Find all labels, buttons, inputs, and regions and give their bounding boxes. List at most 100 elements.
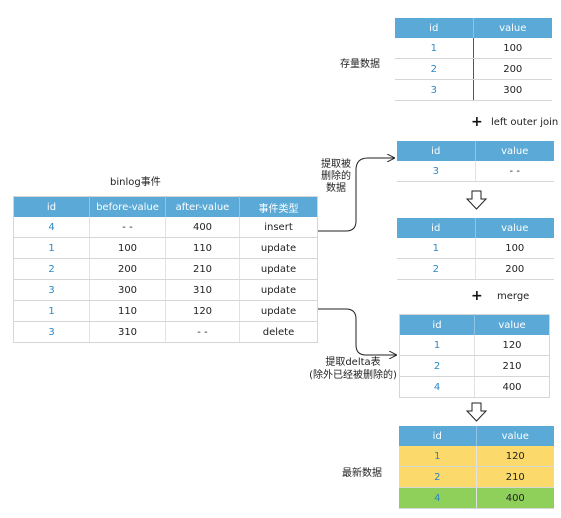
cell-id: 1 [13, 300, 90, 322]
table-header-row: id value [397, 218, 554, 238]
col-header-id: id [399, 426, 476, 446]
col-header-after-value: after-value [165, 196, 240, 217]
cell-id: 1 [399, 446, 476, 467]
col-header-id: id [397, 141, 475, 161]
cell-event-type: update [239, 279, 318, 301]
cell-id: 3 [397, 161, 475, 182]
label-merge: merge [497, 291, 530, 302]
cell-value: 210 [475, 466, 554, 488]
label-extract-delta: 提取delta表 (除外已经被删除的) [309, 357, 397, 381]
col-header-id: id [399, 314, 475, 335]
table-header-row: id value [395, 18, 552, 38]
cell-after-value: 400 [165, 217, 240, 238]
cell-event-type: update [239, 300, 318, 322]
cell-id: 3 [13, 321, 90, 343]
cell-value: 120 [475, 446, 554, 467]
col-header-before-value: before-value [89, 196, 166, 217]
cell-id: 1 [13, 237, 90, 259]
cell-after-value: 110 [165, 237, 240, 259]
label-binlog-events: binlog事件 [110, 177, 161, 188]
binlog-table: id before-value after-value 事件类型 4- -400… [13, 196, 318, 343]
cell-value: 400 [474, 376, 550, 398]
deleted-table: id value 3- - [397, 141, 554, 182]
cell-id: 4 [399, 487, 476, 509]
col-header-event-type: 事件类型 [239, 196, 318, 217]
cell-id: 2 [13, 258, 90, 280]
cell-value: 120 [474, 335, 550, 356]
cell-event-type: update [239, 258, 318, 280]
down-arrow-icon [465, 190, 488, 210]
cell-value: 100 [472, 38, 552, 59]
col-header-value: value [474, 218, 554, 238]
cell-id: 2 [399, 466, 476, 488]
cell-after-value: - - [165, 321, 240, 343]
cell-id: 2 [397, 258, 475, 280]
cell-value: 100 [474, 238, 554, 259]
cell-value: 200 [474, 258, 554, 280]
plus-sign-merge: + [471, 288, 483, 304]
cell-id: 1 [395, 38, 473, 59]
label-extract-deleted: 提取被 删除的 数据 [321, 159, 351, 194]
cell-id: 4 [399, 376, 475, 398]
cell-before-value: 300 [89, 279, 166, 301]
arrow-extract-deleted [318, 158, 394, 232]
cell-after-value: 310 [165, 279, 240, 301]
cell-id: 4 [13, 217, 90, 238]
cell-value: 210 [474, 355, 550, 377]
col-header-value: value [475, 426, 554, 446]
down-arrow-icon [465, 402, 488, 422]
table-header-row: id before-value after-value 事件类型 [13, 196, 318, 217]
cell-id: 3 [13, 279, 90, 301]
cell-before-value: 100 [89, 237, 166, 259]
col-header-value: value [472, 18, 552, 38]
cell-id: 1 [399, 335, 475, 356]
cell-before-value: 310 [89, 321, 166, 343]
cell-id: 1 [397, 238, 475, 259]
cell-value: 400 [475, 487, 554, 509]
col-header-id: id [13, 196, 90, 217]
cell-value: - - [474, 161, 554, 182]
cell-id: 2 [399, 355, 475, 377]
cell-id: 2 [395, 58, 473, 80]
arrow-extract-delta [318, 308, 396, 355]
label-left-outer-join: left outer join [491, 117, 559, 128]
cell-value: 200 [472, 58, 552, 80]
col-header-value: value [474, 141, 554, 161]
table-header-row: id value [399, 314, 550, 335]
cell-id: 3 [395, 79, 473, 101]
table-header-row: id value [399, 426, 554, 446]
plus-sign-join: + [471, 114, 483, 130]
cell-before-value: - - [89, 217, 166, 238]
col-header-id: id [397, 218, 475, 238]
table-row: 3- - [397, 161, 554, 182]
cell-event-type: delete [239, 321, 318, 343]
col-header-value: value [474, 314, 550, 335]
col-header-id: id [395, 18, 473, 38]
cell-before-value: 200 [89, 258, 166, 280]
cell-value: 300 [472, 79, 552, 101]
cell-after-value: 210 [165, 258, 240, 280]
cell-event-type: insert [239, 217, 318, 238]
cell-before-value: 110 [89, 300, 166, 322]
label-stock-data: 存量数据 [340, 59, 380, 70]
